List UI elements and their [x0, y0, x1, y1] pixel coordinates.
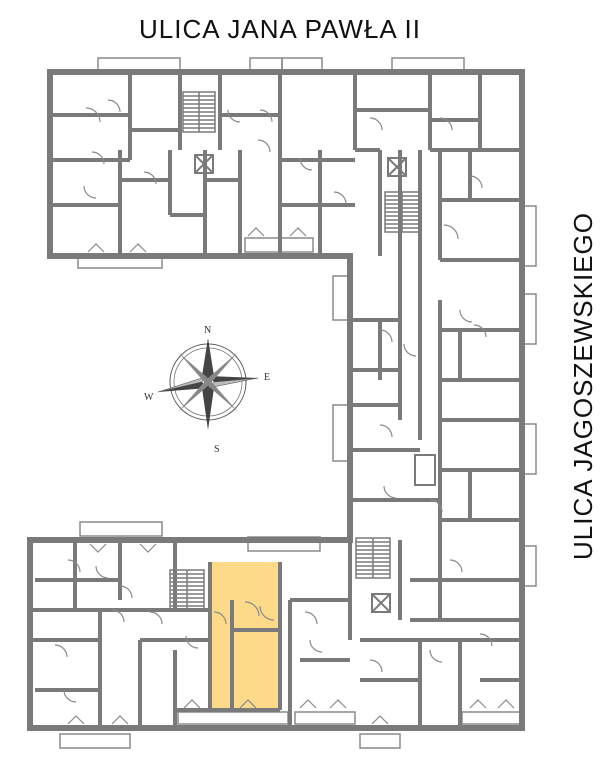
highlighted-apartment[interactable]	[210, 562, 280, 710]
elevators	[194, 154, 436, 613]
staircase-right	[384, 191, 420, 233]
interior-walls	[30, 72, 522, 728]
staircase-bottom-left	[169, 569, 205, 611]
compass-east-label: E	[264, 372, 270, 383]
window-marks	[67, 227, 515, 725]
staircase-bottom-right	[355, 537, 391, 579]
compass-north-label: N	[204, 325, 211, 336]
street-label-jana-pawla: ULICA JANA PAWŁA II	[139, 14, 421, 44]
compass-rose-icon: N E S W	[144, 325, 270, 455]
compass-west-label: W	[144, 392, 154, 403]
staircase-top	[182, 91, 216, 133]
door-swings	[54, 99, 493, 703]
outer-walls	[27, 69, 525, 731]
compass-south-label: S	[214, 444, 220, 455]
